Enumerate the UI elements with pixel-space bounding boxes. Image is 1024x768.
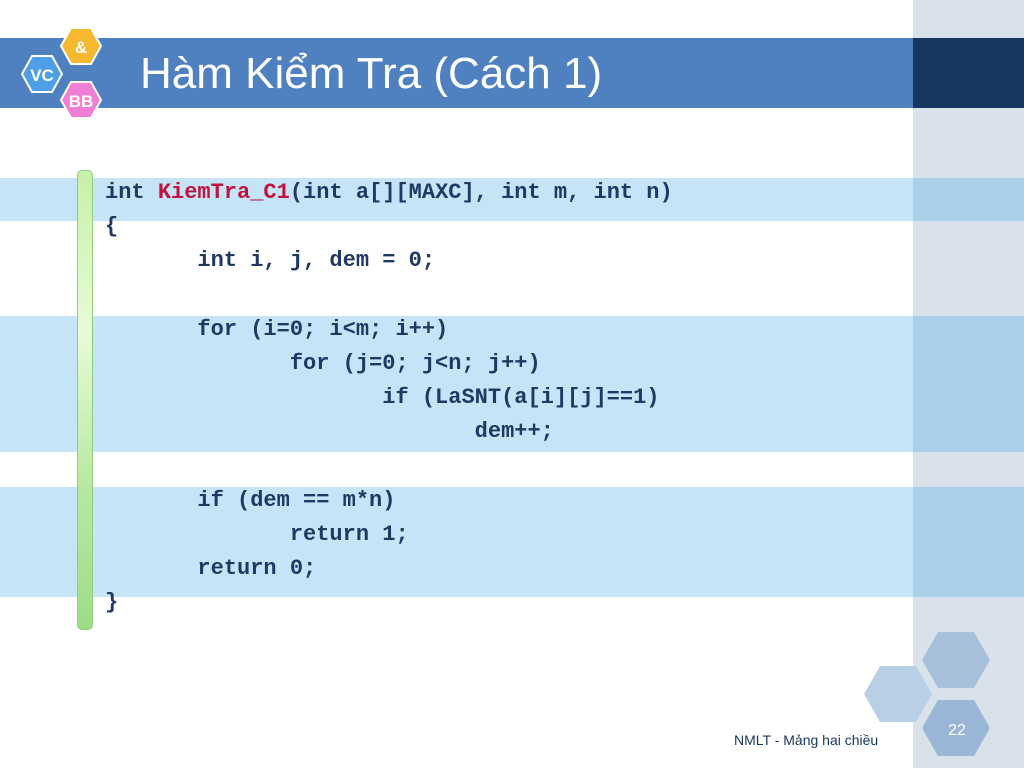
vc-bb-logo: & VC BB [20, 27, 103, 119]
logo-ampersand: & [75, 38, 87, 57]
code-line: if (dem == m*n) [105, 487, 396, 513]
deco-hex [922, 632, 990, 688]
code-highlight-band [913, 178, 1024, 221]
code-parameters: (int a[][MAXC], int m, int n) [289, 180, 673, 205]
code-block-rail [77, 170, 93, 630]
code-highlight-band [0, 487, 913, 597]
deco-hex [864, 666, 932, 722]
slide-title: Hàm Kiểm Tra (Cách 1) [140, 49, 603, 98]
logo-bb: BB [69, 92, 94, 111]
hexagon-decoration [864, 632, 990, 756]
code-highlight-band [913, 316, 1024, 452]
footer-text: NMLT - Mảng hai chiều [734, 732, 879, 748]
logo-hex-bottom [59, 81, 103, 119]
code-line: dem++; [105, 419, 554, 445]
logo-hex-top [59, 27, 103, 65]
logo-hex-left [20, 55, 64, 93]
code-line: int i, j, dem = 0; [105, 248, 436, 274]
code-highlight-band [0, 316, 913, 452]
deco-hex [922, 700, 990, 756]
code-line: for (i=0; i<m; i++) [105, 316, 449, 342]
logo-vc: VC [30, 66, 54, 85]
code-highlight-band [0, 178, 913, 221]
code-highlight-band [913, 487, 1024, 597]
page-number: 22 [948, 722, 966, 739]
code-keyword-int: int [105, 180, 158, 205]
code-line: return 1; [105, 522, 409, 548]
title-bar [0, 38, 913, 108]
code-line: { [105, 214, 119, 240]
code-line: return 0; [105, 556, 317, 582]
code-function-name: KiemTra_C1 [157, 180, 290, 205]
code-line: } [105, 590, 119, 616]
code-block: int KiemTra_C1(int a[][MAXC], int m, int… [105, 176, 673, 621]
code-line: for (j=0; j<n; j++) [105, 351, 541, 377]
code-line: if (LaSNT(a[i][j]==1) [105, 385, 660, 411]
title-bar-accent [913, 38, 1024, 108]
